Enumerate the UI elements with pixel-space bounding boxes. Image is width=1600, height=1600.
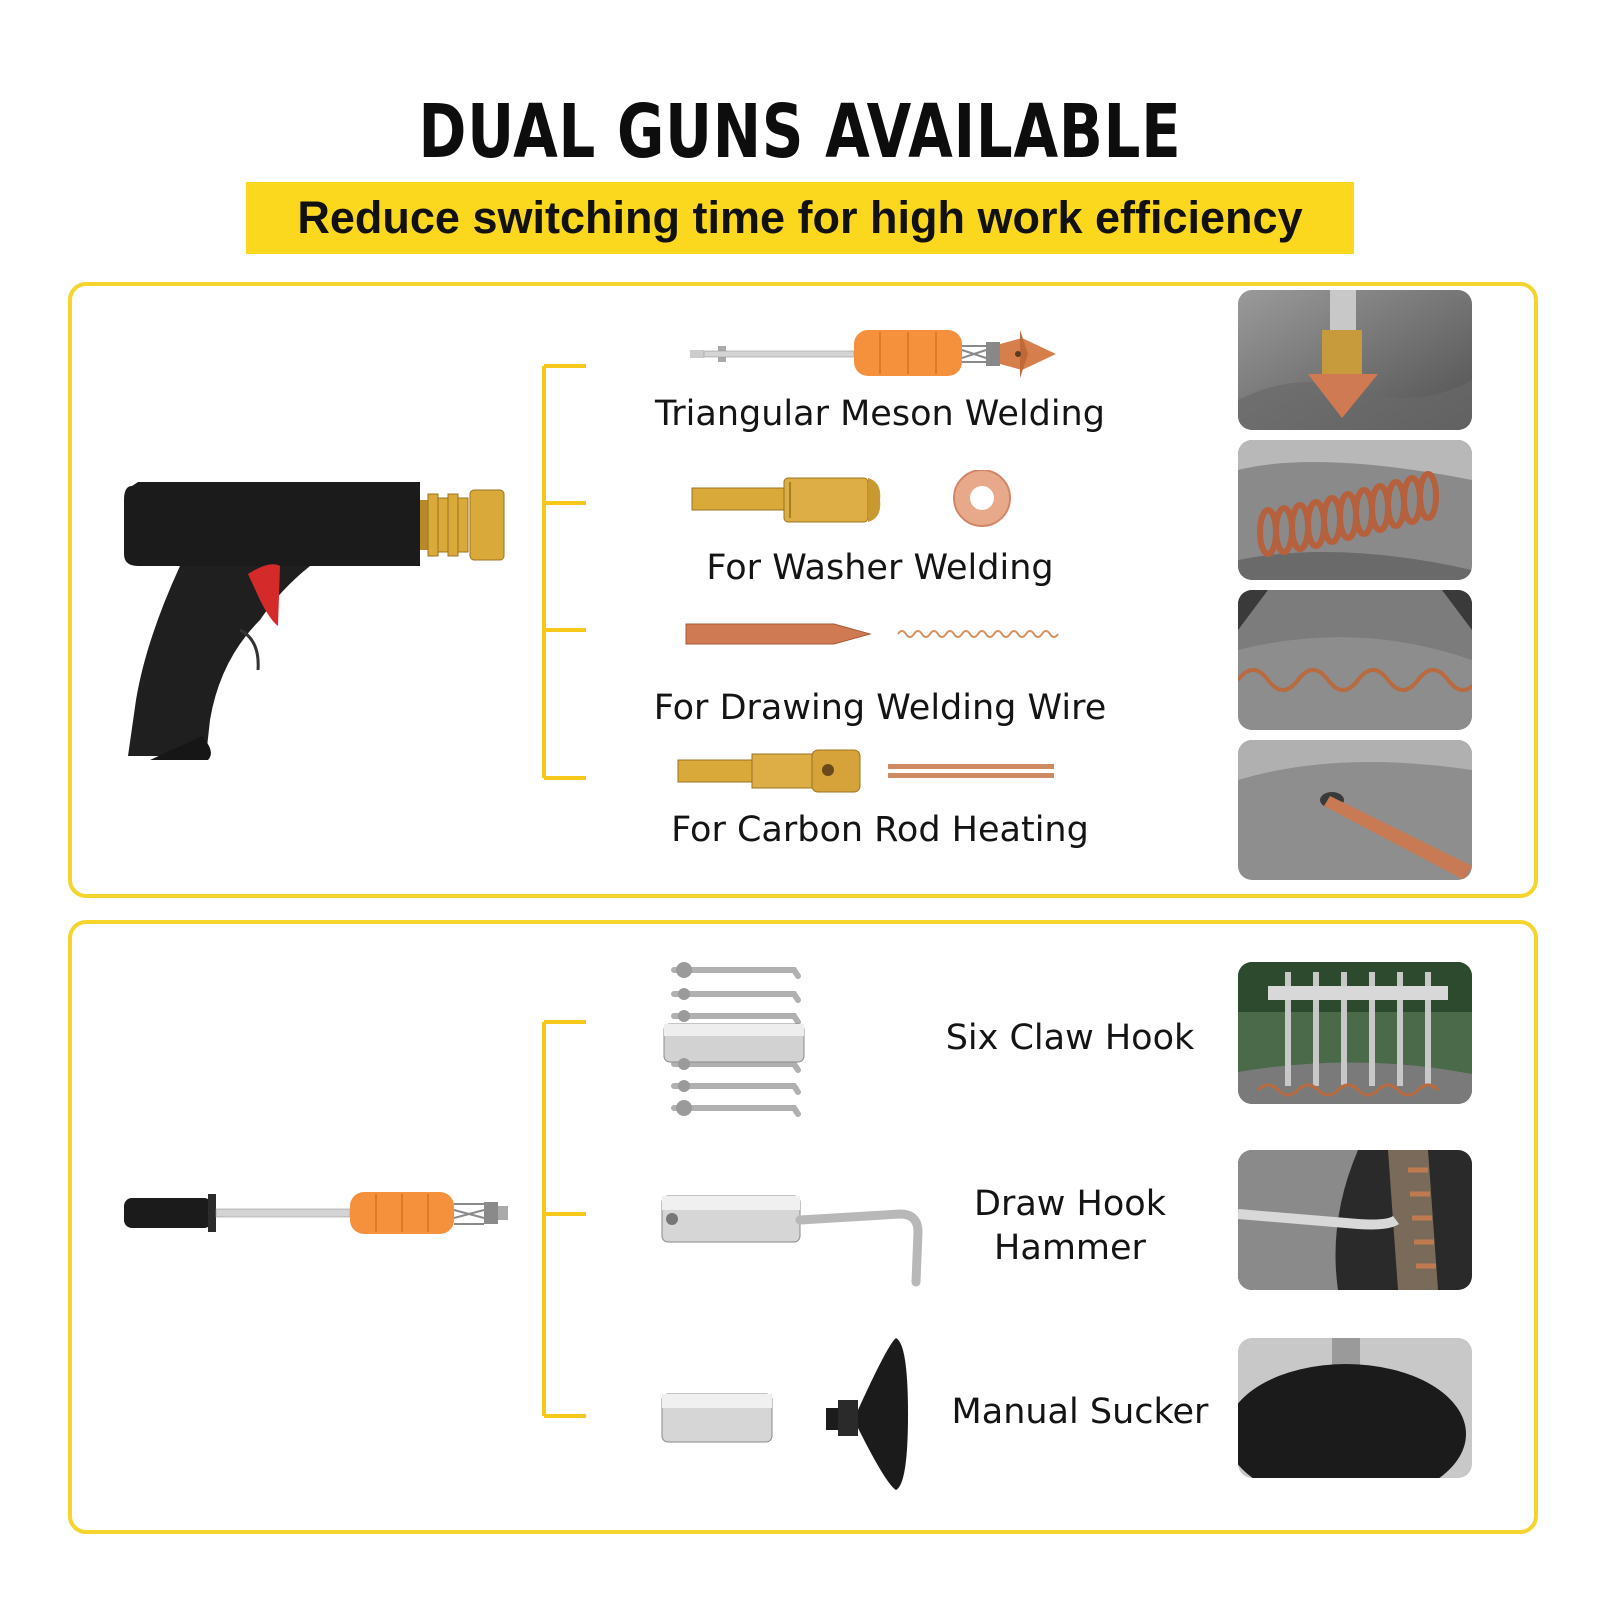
triangle-meson-electrode-icon [690,330,1056,378]
page-title: DUAL GUNS AVAILABLE [418,89,1182,175]
washer-weld-photo [1238,440,1472,580]
six-claw-photo [1238,962,1472,1104]
draw-hook-icon [661,1195,923,1287]
item-label-wire: For Drawing Welding Wire [653,688,1107,728]
item-label-washer: For Washer Welding [706,548,1054,588]
slide-hammer-icon [124,1192,508,1234]
washer-electrode-icon [691,470,1011,527]
six-claw-hook-icon [663,962,805,1117]
connector-bracket-bottom [542,1020,586,1418]
suction-cup-icon [661,1338,908,1490]
sucker-photo [1238,1338,1472,1478]
item-label-six-claw: Six Claw Hook [945,1018,1195,1058]
wire-weld-photo [1238,590,1472,730]
item-label-manual-sucker: Manual Sucker [951,1392,1209,1432]
subtitle-text: Reduce switching time for high work effi… [297,192,1303,243]
spot-welding-gun-icon [124,482,505,760]
draw-hook-photo [1238,1150,1472,1290]
item-label-carbon-rod: For Carbon Rod Heating [671,810,1089,850]
carbon-rod-icon [677,749,1054,793]
carbon-rod-photo [1238,740,1472,880]
connector-bracket [542,364,586,780]
meson-weld-photo [1238,290,1472,430]
item-label-draw-hook-line2: Hammer [994,1228,1146,1268]
item-label-meson: Triangular Meson Welding [655,394,1105,434]
subtitle-banner [246,182,1354,254]
wire-electrode-icon [685,623,1059,645]
item-label-draw-hook-line1: Draw Hook [974,1184,1166,1224]
